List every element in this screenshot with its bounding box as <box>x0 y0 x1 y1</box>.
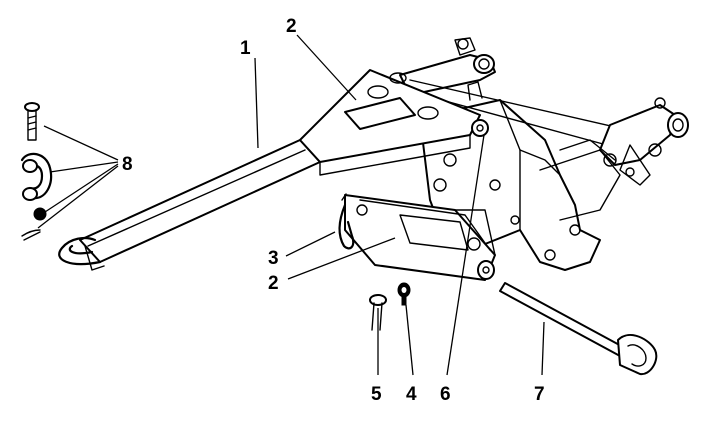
hitch-pin <box>499 282 658 376</box>
callout-2-decal: 2 <box>286 16 297 37</box>
carriage-bolt <box>369 294 387 331</box>
drawbar-tongue <box>58 69 489 271</box>
clevis-hardware-set <box>20 102 53 241</box>
callout-labels: 1 2 2 3 4 5 6 7 8 <box>122 16 545 405</box>
callout-5: 5 <box>371 384 382 405</box>
callout-2-bracket: 2 <box>268 273 279 294</box>
callout-6: 6 <box>440 384 451 405</box>
callout-8: 8 <box>122 154 133 175</box>
callout-4: 4 <box>406 384 417 405</box>
lower-support-bracket <box>344 194 496 281</box>
callout-3: 3 <box>268 248 279 269</box>
lock-nut <box>397 282 411 306</box>
hair-pin-clip <box>338 193 355 250</box>
leader-lines <box>37 34 545 376</box>
callout-7: 7 <box>534 384 545 405</box>
callout-1: 1 <box>240 38 251 59</box>
